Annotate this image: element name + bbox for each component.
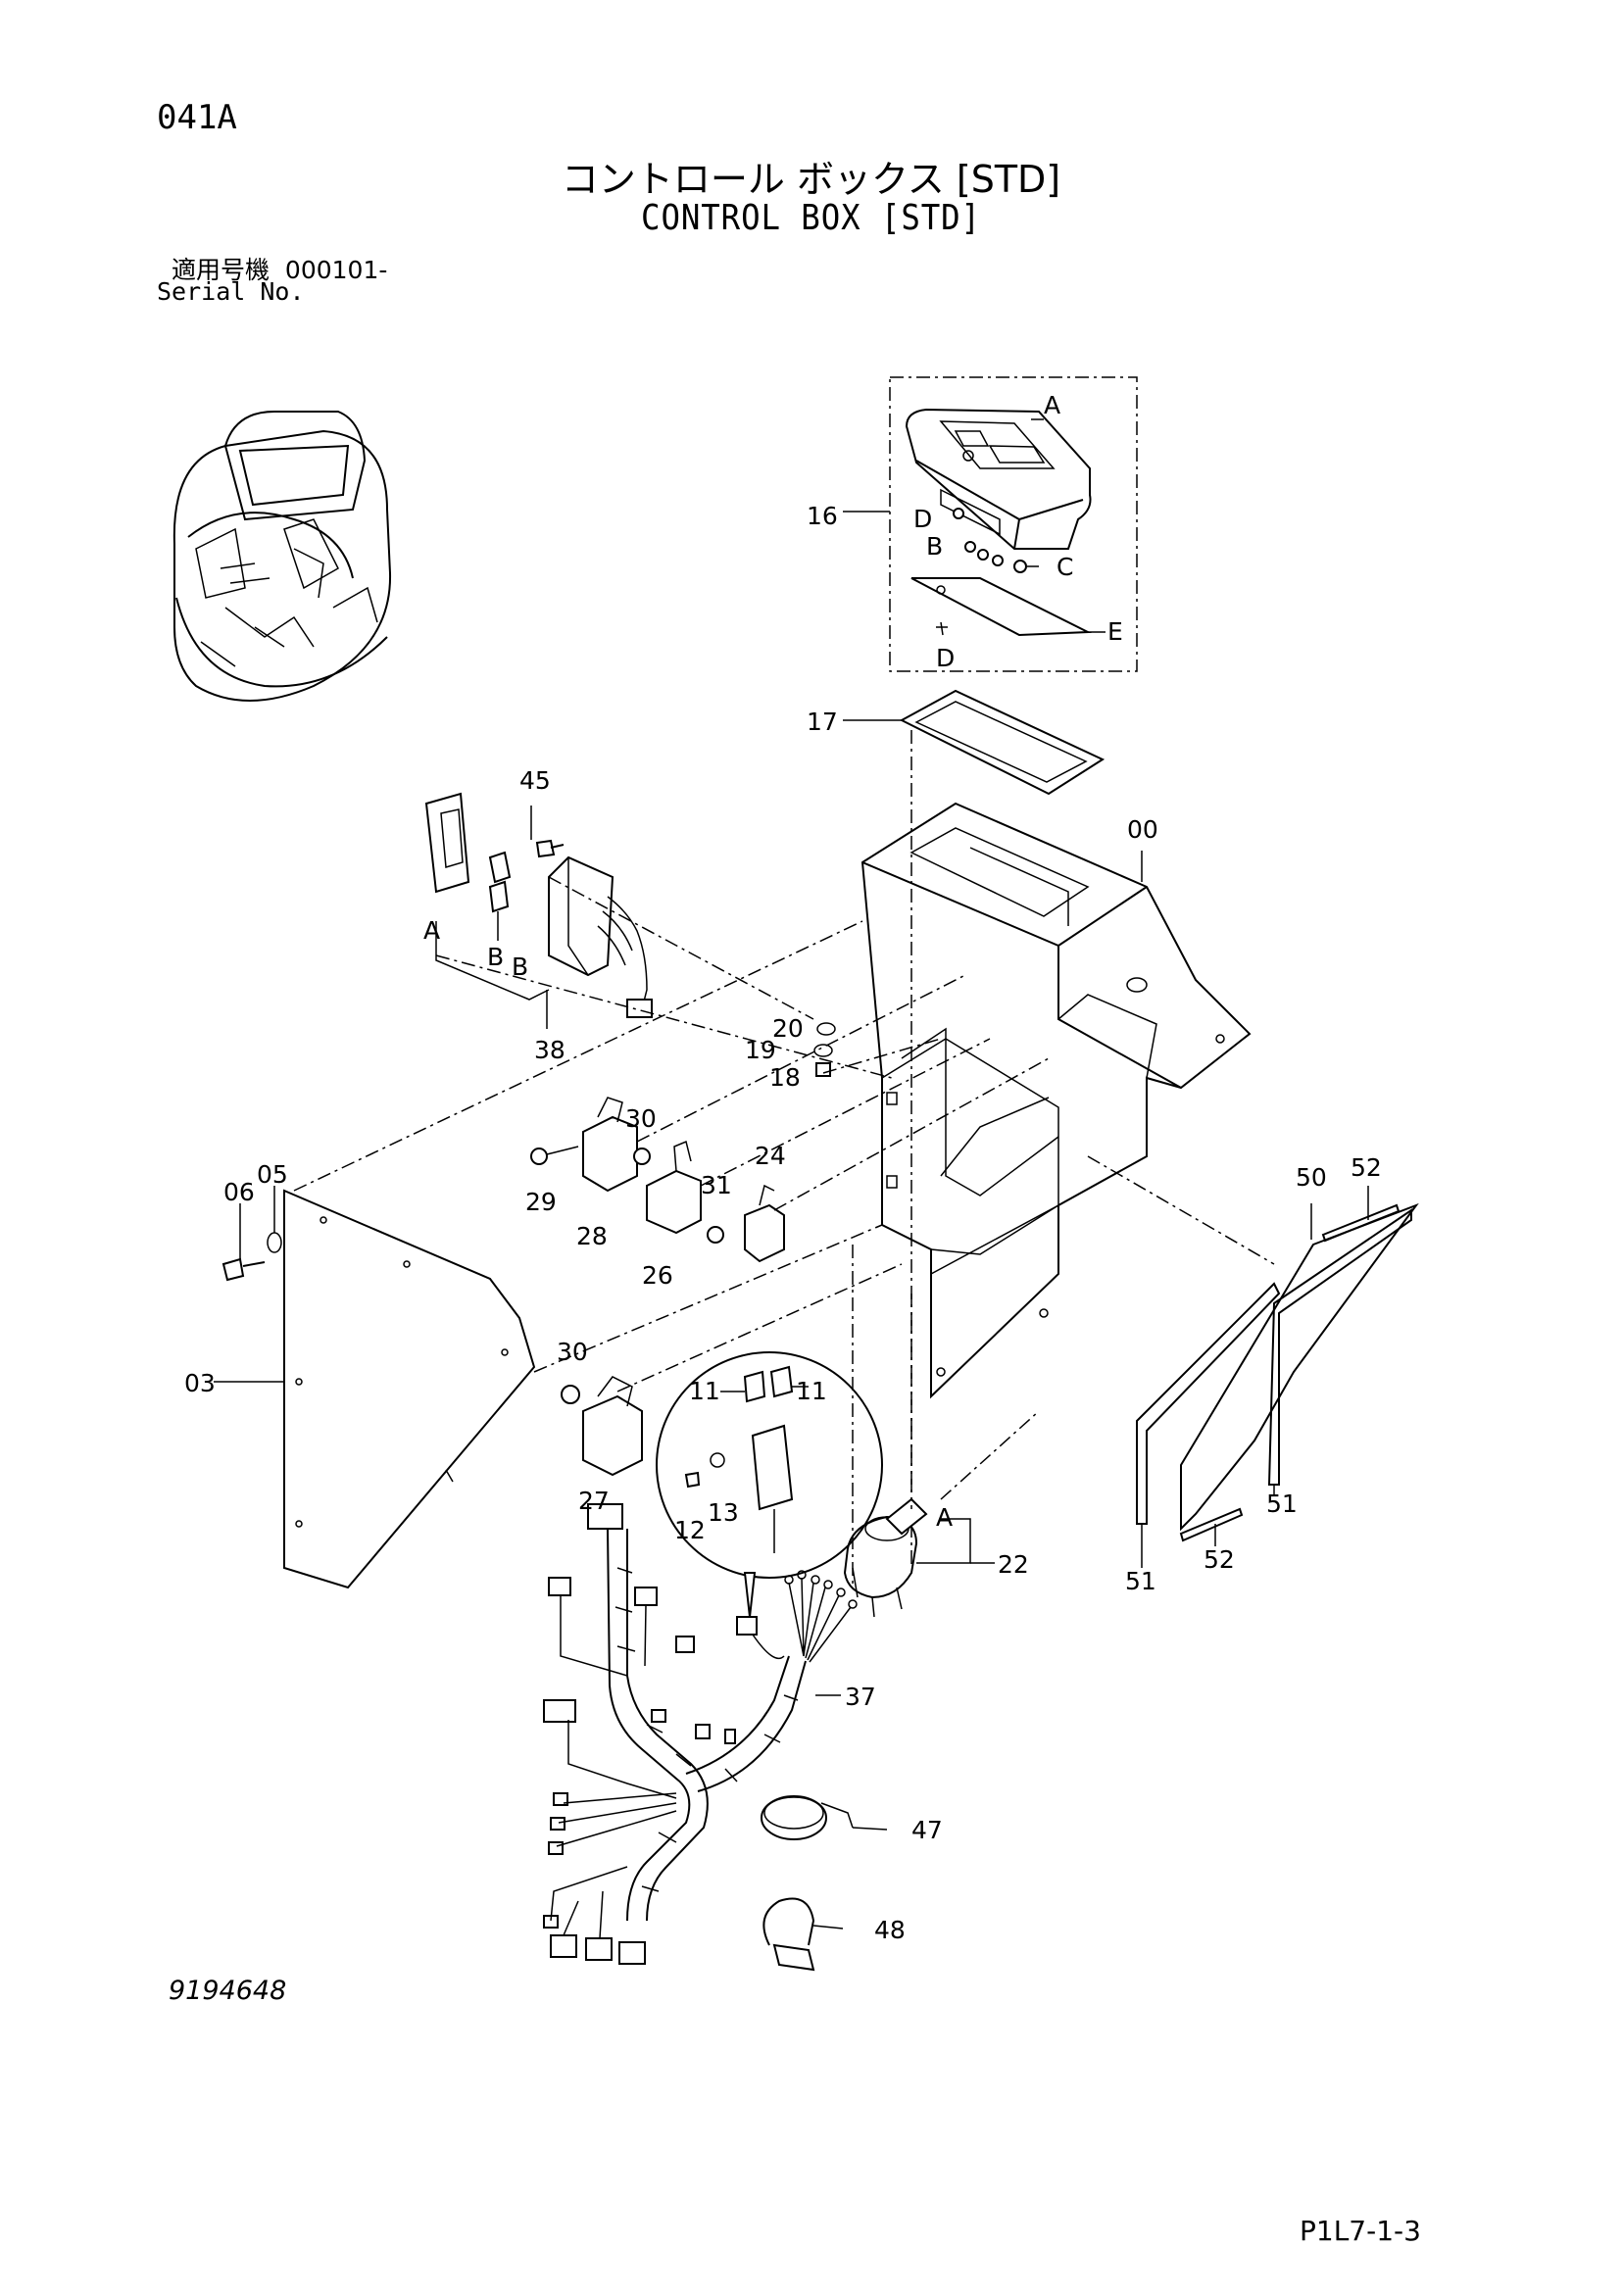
letter-b-relay-left: B [487, 943, 504, 971]
letter-a-relay: A [423, 916, 440, 945]
letter-a-key-switch: A [936, 1503, 953, 1532]
callout-28: 28 [576, 1222, 608, 1250]
callout-03: 03 [184, 1369, 216, 1397]
bolt-washer-05-06 [221, 1186, 282, 1282]
relay-27 [561, 1376, 643, 1477]
monitor-group-outline [889, 376, 1138, 672]
callout-37: 37 [845, 1683, 876, 1711]
letter-e-monitor: E [1107, 617, 1123, 646]
callout-11-left: 11 [689, 1377, 720, 1405]
letter-a-monitor: A [1044, 391, 1060, 419]
callout-22: 22 [998, 1550, 1029, 1579]
callout-30-lower: 30 [557, 1338, 588, 1366]
callout-45: 45 [519, 766, 551, 795]
callout-38: 38 [534, 1036, 565, 1064]
callout-24: 24 [755, 1142, 786, 1170]
callout-20: 20 [772, 1014, 804, 1043]
drawing-number: 9194648 [169, 1976, 287, 2006]
callout-51-right: 51 [1266, 1490, 1298, 1518]
letter-b-monitor: B [926, 532, 943, 561]
callout-13: 13 [708, 1498, 739, 1527]
callout-labels: 16 17 00 45 38 20 19 18 30 24 31 29 28 2… [184, 502, 1382, 1944]
monitor-assembly [843, 376, 1138, 672]
title-english: CONTROL BOX [STD] [641, 198, 981, 238]
sheet-number: P1L7-1-3 [1300, 2215, 1421, 2247]
floor-mats-50-52 [1136, 1186, 1419, 1568]
console-frame-00 [860, 802, 1252, 1399]
callout-05: 05 [257, 1160, 288, 1189]
callout-26: 26 [642, 1261, 673, 1290]
letter-d-monitor-upper: D [913, 505, 932, 533]
side-cover-03 [214, 1189, 536, 1589]
wiring-harness-37 [543, 1503, 858, 1965]
callout-29: 29 [525, 1188, 557, 1216]
detail-circle-relay-11 [656, 1351, 883, 1579]
callout-52-upper: 52 [1351, 1153, 1382, 1182]
machine-overview-illustration [172, 411, 392, 702]
relay-group-38 [424, 792, 653, 1029]
sub-part-letters: A D B C E D A B B A [423, 391, 1123, 1532]
callout-52-lower: 52 [1204, 1545, 1235, 1574]
letter-c-monitor: C [1057, 553, 1073, 581]
clamp-47 [761, 1795, 888, 1840]
callout-00: 00 [1127, 815, 1158, 844]
serial-line-japanese: 適用号機 000101- [172, 251, 387, 286]
bolt-washer-set-18-20 [813, 1022, 836, 1077]
callout-47: 47 [911, 1816, 943, 1844]
key-switch-22 [843, 1497, 995, 1618]
callout-17: 17 [807, 708, 838, 736]
callout-48: 48 [874, 1916, 906, 1944]
letter-b-relay-right: B [512, 953, 528, 981]
relays-24-26-28 [530, 1097, 785, 1263]
callout-50: 50 [1296, 1163, 1327, 1192]
callout-12: 12 [674, 1516, 706, 1544]
callout-27: 27 [578, 1487, 610, 1515]
callout-18: 18 [769, 1063, 801, 1092]
callout-16: 16 [807, 502, 838, 530]
callout-11-right: 11 [796, 1377, 827, 1405]
serial-label-english: Serial No. [157, 277, 305, 306]
callout-31: 31 [701, 1171, 732, 1199]
page-code: 041A [157, 98, 237, 137]
letter-d-monitor-lower: D [936, 644, 955, 672]
serial-label-jp: 適用号機 [172, 256, 270, 284]
callout-19: 19 [745, 1036, 776, 1064]
callout-30-upper: 30 [625, 1104, 657, 1133]
callout-51-left: 51 [1125, 1567, 1156, 1595]
title-japanese: コントロール ボックス [STD] [561, 158, 1061, 201]
serial-value: 000101- [284, 256, 388, 284]
clamp-48 [762, 1897, 844, 1972]
assembly-leader-lines [293, 876, 1275, 1588]
callout-06: 06 [223, 1178, 255, 1206]
